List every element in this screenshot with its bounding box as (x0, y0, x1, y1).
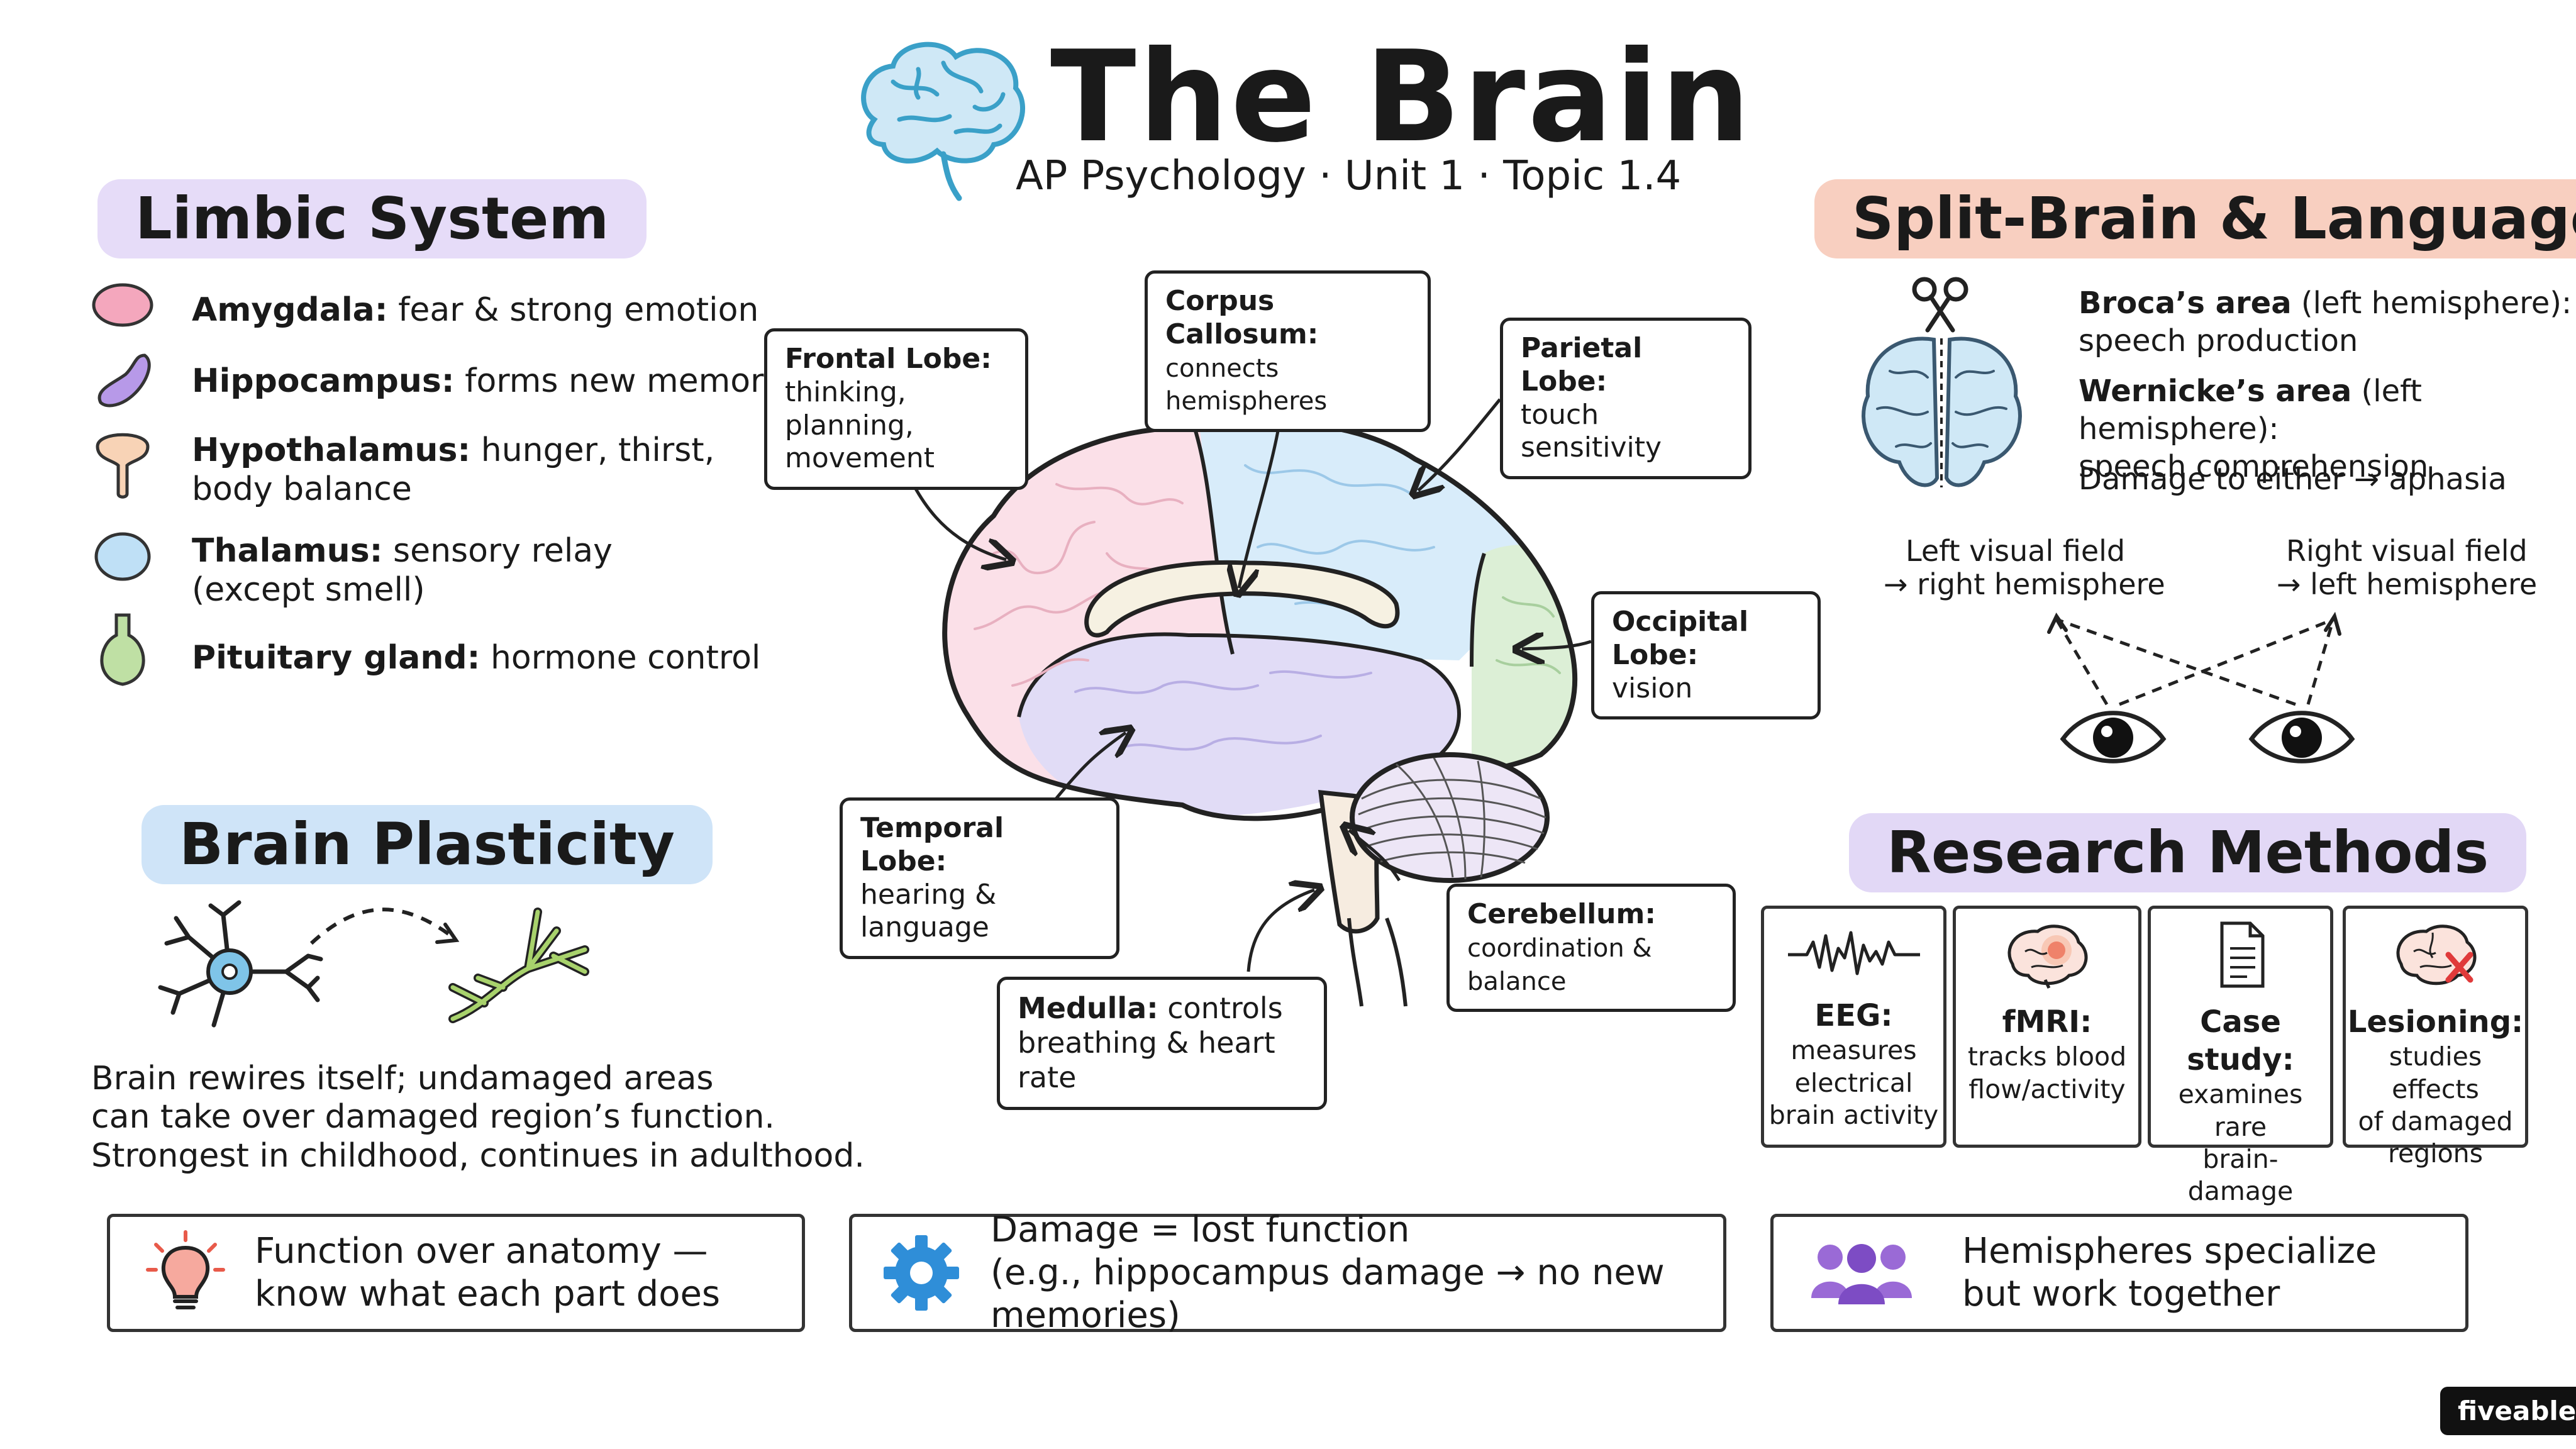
hippocampus-icon (97, 353, 151, 408)
document-icon (2220, 921, 2264, 988)
gear-icon (884, 1235, 959, 1311)
plasticity-line: Brain rewires itself; undamaged areas (91, 1060, 714, 1097)
takeaway-line: Hemispheres specialize (1962, 1230, 2377, 1272)
brain-diagram (942, 419, 1578, 1007)
plasticity-line: Strongest in childhood, continues in adu… (91, 1136, 865, 1175)
page-title: The Brain (1050, 24, 1753, 170)
page-subtitle: AP Psychology · Unit 1 · Topic 1.4 (1016, 153, 1682, 199)
temporal-lobe-region (1019, 634, 1459, 818)
visual-field-diagram (2047, 611, 2355, 763)
broca-text: Broca’s area (left hemisphere):speech pr… (2079, 286, 2572, 358)
callout-parietal-lobe: Parietal Lobe:touch sensitivity (1500, 318, 1752, 480)
split-brain-heading: Split-Brain & Language (1814, 179, 2576, 258)
research-card-fmri: fMRI: tracks blood flow/activity (1953, 906, 2141, 1148)
takeaway-function-anatomy: Function over anatomy — know what each p… (107, 1214, 805, 1332)
lesion-brain-icon (2396, 924, 2476, 985)
pituitary-icon (100, 613, 145, 686)
left-visual-field-label: Left visual field→ right hemisphere (1884, 534, 2165, 601)
corpus-callosum-region (1084, 560, 1400, 638)
lightbulb-icon (146, 1230, 225, 1309)
brain-logo-icon (861, 42, 1025, 201)
aphasia-text: Damage to either → aphasia (2079, 462, 2507, 497)
right-eye-icon (2248, 711, 2355, 763)
eeg-wave-icon (1787, 931, 1920, 975)
limbic-item-hypothalamus: Hypothalamus: hunger, thirst,body balanc… (192, 431, 715, 509)
wernicke-text: Wernicke’s area (left hemisphere):speech… (2079, 374, 2429, 484)
research-heading: Research Methods (1849, 813, 2527, 892)
cerebellum-region (1350, 752, 1550, 883)
right-visual-field-label: Right visual field→ left hemisphere (2277, 534, 2538, 601)
limbic-item-hippocampus: Hippocampus: forms new memories (192, 362, 811, 400)
limbic-item-thalamus: Thalamus: sensory relay(except smell) (192, 532, 613, 609)
limbic-item-amygdala: Amygdala: fear & strong emotion (192, 291, 759, 329)
research-card-eeg: EEG: measures electrical brain activity (1761, 906, 1946, 1148)
limbic-item-pituitary: Pituitary gland: hormone control (192, 639, 761, 677)
hypothalamus-icon (96, 433, 150, 499)
fiveable-logo: fiveable (2440, 1387, 2576, 1435)
plasticity-text: Brain rewires itself; undamaged areas ca… (91, 1060, 865, 1175)
plasticity-heading: Brain Plasticity (142, 805, 713, 884)
callout-frontal-lobe: Frontal Lobe:thinking, planning,movement (764, 328, 1028, 491)
callout-occipital-lobe: Occipital Lobe:vision (1591, 591, 1821, 720)
research-card-case-study: Case study: examines rare brain-damage c… (2148, 906, 2333, 1238)
callout-temporal-lobe: Temporal Lobe:hearing & language (840, 797, 1119, 960)
takeaway-line: Damage = lost function (991, 1209, 1410, 1250)
fmri-brain-icon (2007, 924, 2088, 989)
split-brain-icon (1862, 277, 2022, 487)
takeaway-line: but work together (1962, 1274, 2280, 1314)
amygdala-icon (92, 283, 153, 327)
takeaway-line: know what each part does (255, 1274, 721, 1314)
plasticity-line: can take over damaged region’s function. (91, 1098, 775, 1136)
left-eye-icon (2060, 711, 2167, 763)
people-icon (1811, 1244, 1912, 1304)
takeaway-line: Function over anatomy — (255, 1230, 708, 1272)
thalamus-icon (94, 532, 151, 581)
limbic-heading: Limbic System (97, 179, 647, 258)
takeaway-hemispheres: Hemispheres specialize but work together (1770, 1214, 2468, 1332)
research-card-lesioning: Lesioning: studies effects of damaged re… (2343, 906, 2528, 1169)
callout-corpus-callosum: Corpus Callosum:connects hemispheres (1145, 270, 1431, 433)
neuron-rewire-illustration (158, 900, 589, 1028)
takeaway-damage-function: Damage = lost function (e.g., hippocampu… (849, 1209, 1726, 1336)
takeaway-line: (e.g., hippocampus damage → no new memor… (991, 1252, 1665, 1336)
callout-cerebellum: Cerebellum:coordination & balance (1446, 884, 1736, 1013)
